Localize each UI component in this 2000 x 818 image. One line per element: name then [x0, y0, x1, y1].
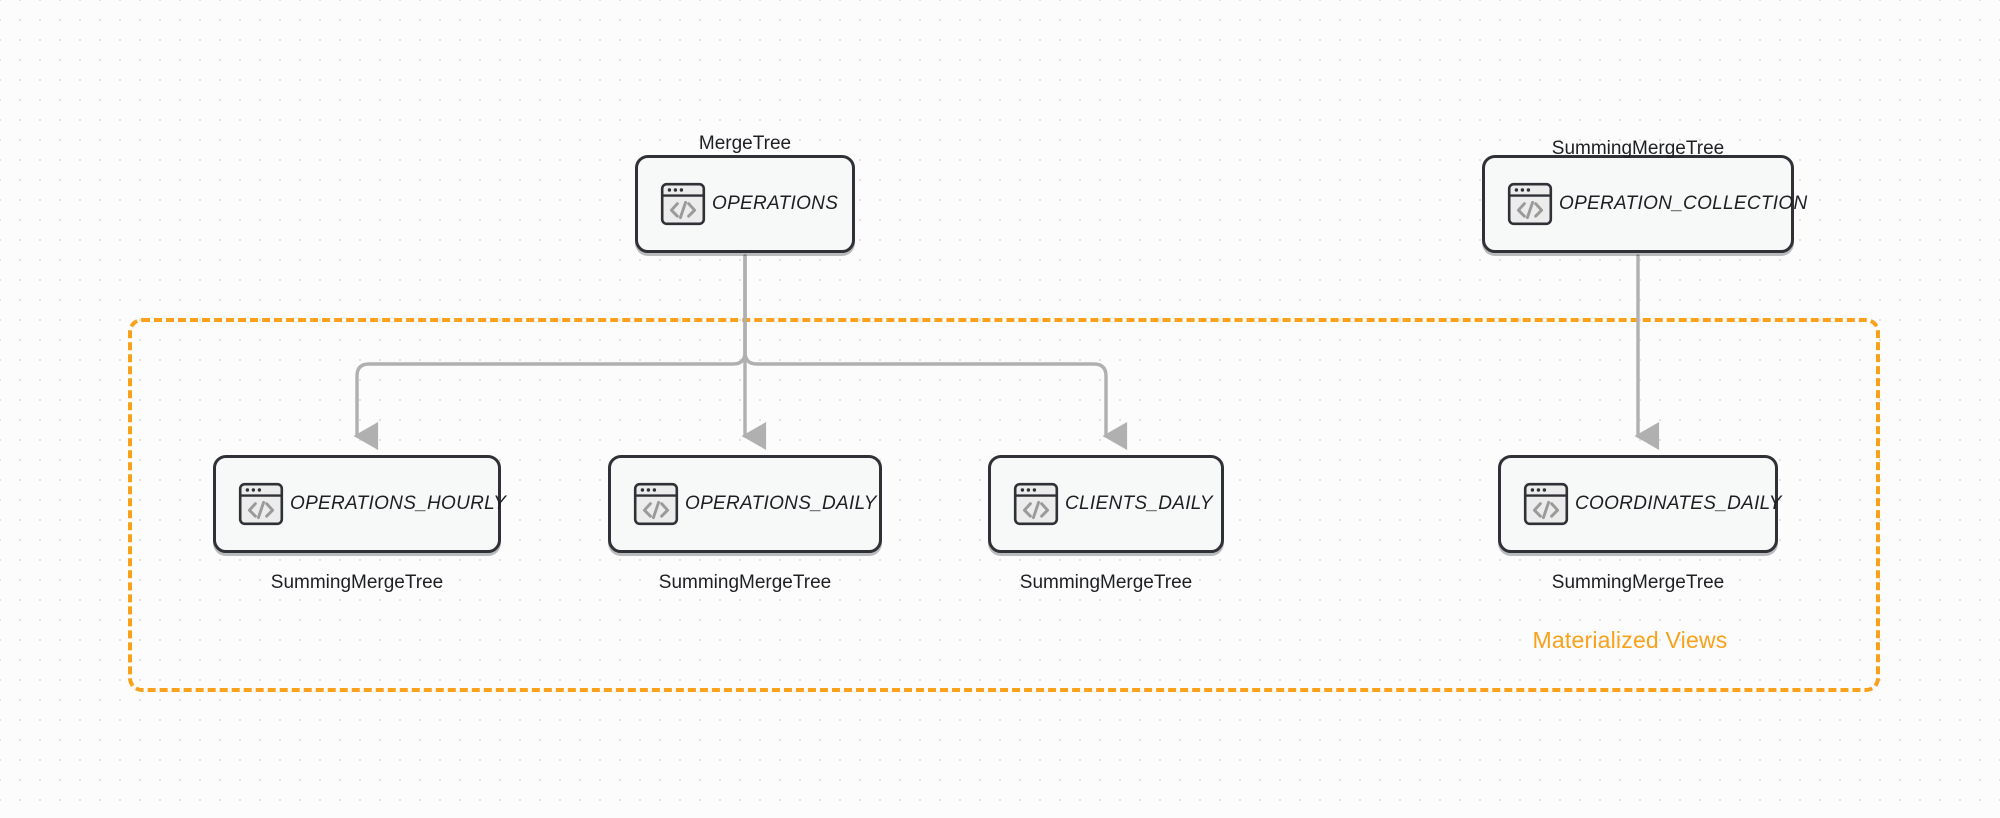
- node-title-operations_hourly: OPERATIONS_HOURLY: [290, 493, 507, 514]
- node-clients_daily[interactable]: CLIENTS_DAILY: [988, 455, 1224, 553]
- code-window-icon: [660, 182, 706, 226]
- code-window-icon: [633, 482, 679, 526]
- node-title-operation_collection: OPERATION_COLLECTION: [1559, 193, 1808, 214]
- code-window-icon: [633, 482, 679, 526]
- code-window-icon: [1523, 482, 1569, 526]
- engine-label-operations_hourly: SummingMergeTree: [270, 572, 444, 593]
- code-window-icon: [660, 182, 706, 226]
- code-window-icon: [1507, 182, 1553, 226]
- node-operations[interactable]: OPERATIONS: [635, 155, 855, 253]
- engine-label-clients_daily: SummingMergeTree: [1019, 572, 1193, 593]
- engine-label-operations_daily: SummingMergeTree: [658, 572, 832, 593]
- node-title-coordinates_daily: COORDINATES_DAILY: [1575, 493, 1782, 514]
- code-window-icon: [1013, 482, 1059, 526]
- engine-label-operations: MergeTree: [698, 133, 792, 154]
- code-window-icon: [1013, 482, 1059, 526]
- engine-label-operation_collection: SummingMergeTree: [1551, 138, 1725, 159]
- node-operations_daily[interactable]: OPERATIONS_DAILY: [608, 455, 882, 553]
- code-window-icon: [238, 482, 284, 526]
- node-operations_hourly[interactable]: OPERATIONS_HOURLY: [213, 455, 506, 553]
- materialized-views-group-label: Materialized Views: [1532, 627, 1728, 653]
- code-window-icon: [1523, 482, 1569, 526]
- node-title-operations_daily: OPERATIONS_DAILY: [685, 493, 877, 514]
- node-operation_collection[interactable]: OPERATION_COLLECTION: [1482, 155, 1807, 253]
- node-title-operations: OPERATIONS: [712, 193, 839, 214]
- node-title-clients_daily: CLIENTS_DAILY: [1065, 493, 1213, 514]
- node-coordinates_daily[interactable]: COORDINATES_DAILY: [1498, 455, 1781, 553]
- engine-label-coordinates_daily: SummingMergeTree: [1551, 572, 1725, 593]
- code-window-icon: [238, 482, 284, 526]
- code-window-icon: [1507, 182, 1553, 226]
